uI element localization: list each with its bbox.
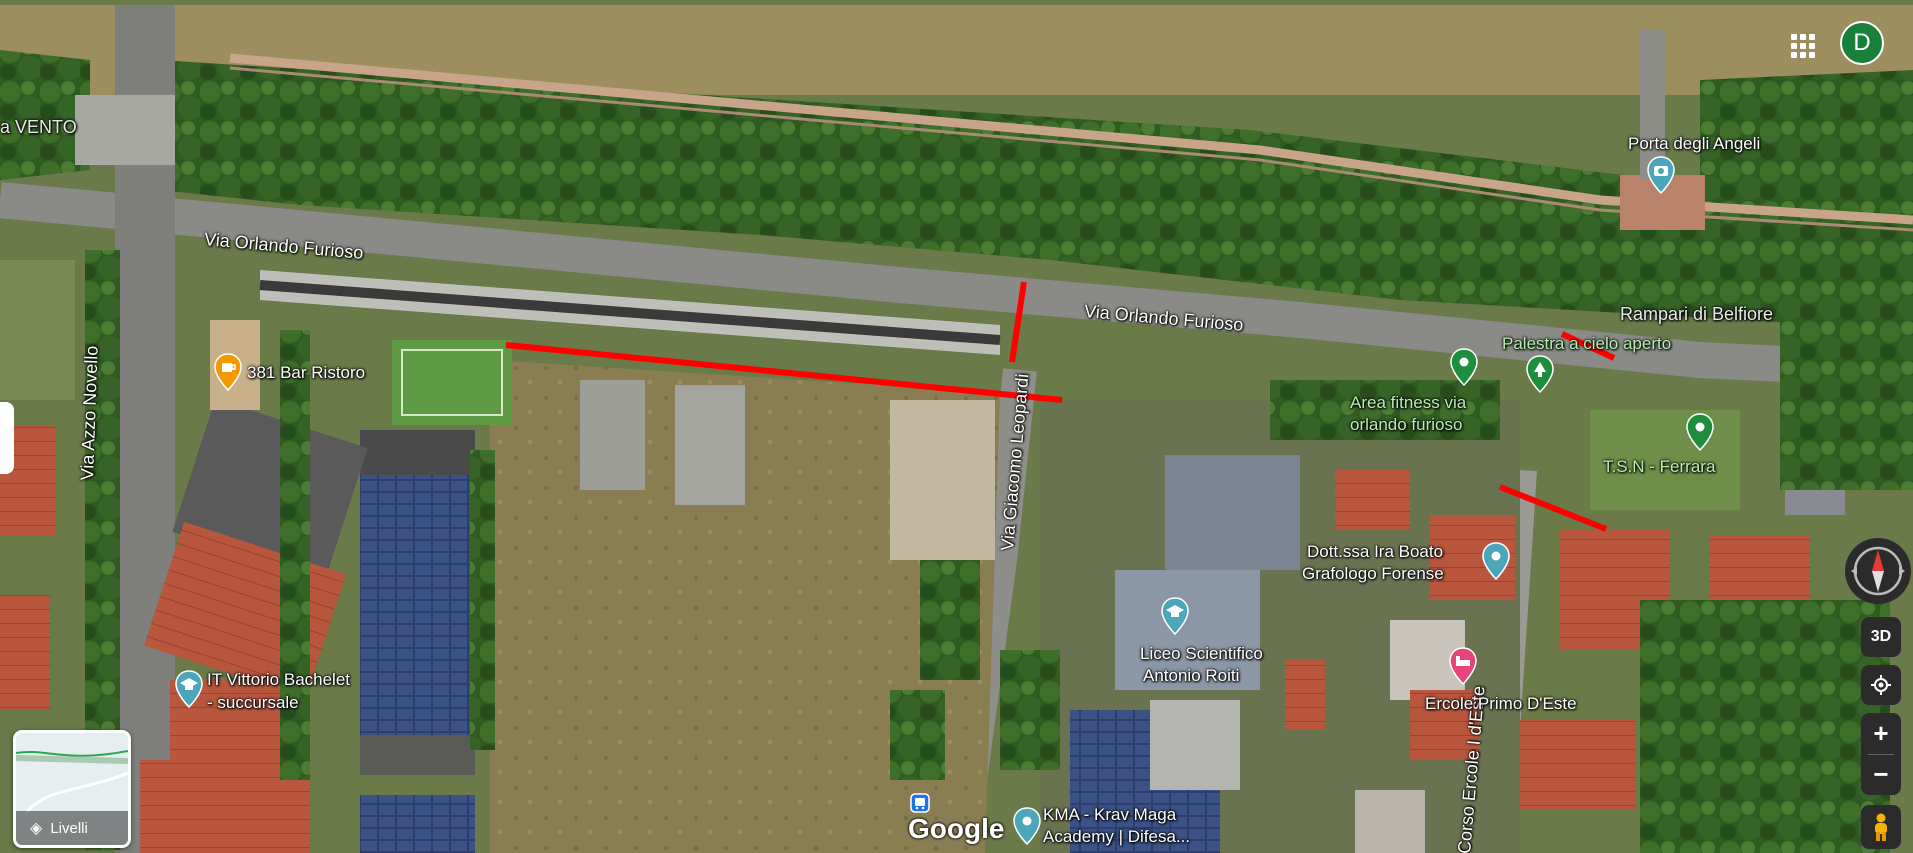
poi-label-liceo-1[interactable]: Liceo Scientifico [1140, 644, 1263, 663]
my-location-icon [1871, 675, 1891, 695]
zoom-in-button[interactable]: + [1873, 718, 1889, 748]
zoom-divider [1868, 753, 1894, 755]
green-pin-icon[interactable] [1449, 348, 1479, 386]
google-logo: Google [908, 813, 1005, 844]
poi-label-kma-2[interactable]: Academy | Difesa... [1043, 827, 1191, 846]
area-label-vento: a VENTO [0, 117, 77, 137]
tilt-3d-button[interactable]: 3D [1861, 617, 1901, 657]
poi-label-it-vittorio-2[interactable]: - succursale [207, 693, 299, 712]
poi-label-liceo-2[interactable]: Antonio Roiti [1143, 666, 1240, 685]
pegman-icon [1875, 813, 1887, 841]
poi-label-it-vittorio-1[interactable]: IT Vittorio Bachelet [207, 670, 351, 689]
compass-button[interactable] [1845, 538, 1911, 604]
map-thumbnail [16, 733, 128, 813]
apps-grid-icon [1791, 34, 1797, 40]
street-view-pegman-button[interactable] [1861, 805, 1901, 849]
poi-label-dott-1[interactable]: Dott.ssa Ira Boato [1307, 542, 1444, 561]
side-panel-toggle[interactable] [0, 402, 14, 474]
school-pin-icon[interactable] [1160, 597, 1190, 635]
google-apps-button[interactable] [1785, 28, 1815, 58]
poi-label-kma-1[interactable]: KMA - Krav Maga [1043, 805, 1177, 824]
poi-label-area-fitness-2[interactable]: orlando furioso [1350, 415, 1463, 434]
hotel-pin-icon[interactable] [1448, 647, 1478, 685]
school-pin-icon[interactable] [174, 670, 204, 708]
account-avatar[interactable]: D [1840, 21, 1884, 65]
zoom-control: + − [1861, 713, 1901, 795]
poi-label-dott-2[interactable]: Grafologo Forense [1302, 564, 1444, 583]
bus-stop-icon[interactable] [910, 793, 930, 813]
tree-pin-icon[interactable] [1525, 355, 1555, 393]
poi-label-tsn[interactable]: T.S.N - Ferrara [1603, 457, 1716, 476]
layers-label-row: ◈ Livelli [16, 811, 128, 845]
place-pin-icon[interactable] [1481, 542, 1511, 580]
layers-label: Livelli [50, 819, 88, 837]
tilt-3d-label: 3D [1870, 628, 1892, 645]
layers-icon: ◈ [30, 820, 43, 837]
poi-label-ercole-hotel[interactable]: Ercole Primo D'Este [1425, 694, 1577, 713]
zoom-out-button[interactable]: − [1873, 759, 1889, 789]
camera-pin-icon[interactable] [1646, 156, 1676, 194]
poi-label-area-fitness-1[interactable]: Area fitness via [1350, 393, 1467, 412]
poi-label-porta-angeli[interactable]: Porta degli Angeli [1628, 134, 1761, 153]
area-label-rampari: Rampari di Belfiore [1620, 304, 1774, 324]
street-label-azzo-novello: Via Azzo Novello [77, 345, 102, 481]
compass-icon [1851, 546, 1905, 596]
place-pin-icon[interactable] [1012, 807, 1042, 845]
my-location-button[interactable] [1861, 665, 1901, 705]
poi-label-bar[interactable]: 381 Bar Ristoro [247, 363, 366, 382]
layers-button[interactable]: ◈ Livelli [13, 730, 131, 848]
poi-label-palestra[interactable]: Palestra a cielo aperto [1502, 334, 1672, 353]
green-pin-icon[interactable] [1685, 413, 1715, 451]
red-markers [505, 281, 1616, 532]
coffee-pin-icon[interactable] [213, 353, 243, 391]
